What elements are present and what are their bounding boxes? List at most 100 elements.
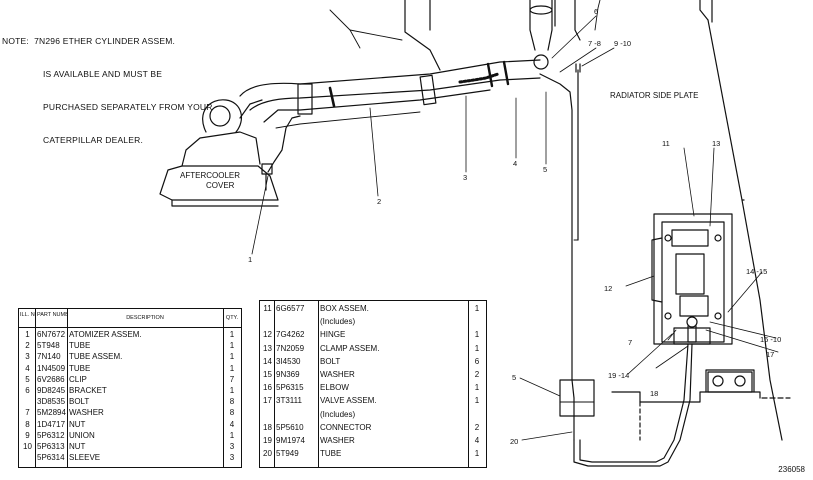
cell-part-number: 7N140 [37, 352, 61, 362]
cell-ill-no: 12 [263, 330, 272, 340]
cell-description: (Includes) [320, 409, 356, 419]
cell-description: ATOMIZER ASSEM. [69, 330, 142, 339]
cell-qty: 2 [474, 422, 480, 432]
cell-ill-no: 13 [263, 343, 272, 353]
note-line: PURCHASED SEPARATELY FROM YOUR [43, 102, 213, 112]
callout-7: 7 [628, 338, 632, 347]
callout-3: 3 [463, 173, 467, 182]
cell-qty: 1 [229, 341, 235, 351]
aftercooler-label: COVER [206, 181, 235, 190]
cell-part-number: 7N2059 [276, 343, 305, 353]
cell-description: UNION [69, 430, 95, 440]
cell-qty: 1 [229, 363, 235, 373]
cell-description: ELBOW [320, 383, 349, 393]
cell-part-number: 3I4530 [276, 356, 301, 366]
cell-part-number: 5T948 [37, 341, 60, 351]
cell-description: WASHER [69, 408, 104, 418]
cell-description: VALVE ASSEM. [320, 396, 377, 406]
cell-ill-no: 6 [25, 386, 30, 395]
cell-description: CLIP [69, 374, 87, 384]
callout-leaders [251, 15, 779, 441]
callout-11: 11 [662, 139, 670, 148]
cell-description: (Includes) [320, 317, 356, 327]
cell-part-number: 5P5610 [276, 422, 304, 432]
ether-feed-tube [267, 63, 693, 467]
cell-qty: 1 [229, 430, 235, 440]
parts-table-left: ILL. NO. PART NUMBER DESCRIPTION QTY. 16… [18, 308, 242, 468]
cell-qty: 3 [229, 453, 235, 463]
cell-ill-no: 7 [25, 408, 30, 418]
cell-description: TUBE [320, 449, 342, 459]
cell-qty: 3 [229, 442, 235, 451]
table-row: (Includes) [260, 410, 486, 420]
note-line: IS AVAILABLE AND MUST BE [43, 69, 163, 79]
cell-qty: 8 [229, 408, 235, 418]
cell-qty: 7 [229, 374, 235, 384]
cell-description: WASHER [320, 436, 355, 445]
exhaust-stack [529, 0, 553, 70]
cell-part-number: 5M2894 [37, 408, 66, 418]
cell-ill-no: 8 [25, 419, 30, 429]
callout-6: 6 [594, 7, 598, 16]
cell-description: TUBE [69, 363, 91, 373]
cell-description: CLAMP ASSEM. [320, 343, 380, 353]
callout-20: 20 [510, 437, 518, 446]
cell-ill-no: 2 [25, 341, 30, 351]
aftercooler-label: AFTERCOOLER [180, 171, 240, 180]
cell-part-number: 3D8535 [37, 397, 66, 407]
ether-cylinder-note: NOTE: 7N296 ETHER CYLINDER ASSEM. IS AVA… [2, 14, 213, 168]
cell-description: BRACKET [69, 386, 107, 395]
cell-description: TUBE [69, 341, 91, 351]
cell-qty: 4 [229, 419, 235, 429]
cell-qty: 6 [474, 356, 480, 366]
radiator-side-plate-outline [611, 19, 791, 441]
header-ill-no: ILL. NO. [20, 312, 35, 318]
ether-box-assembly [651, 213, 733, 345]
callout-7-8: 7 -8 [588, 39, 601, 48]
cell-part-number: 9D8245 [37, 386, 66, 395]
callout-18: 18 [650, 389, 658, 398]
callout-16-10: 16 -10 [760, 335, 781, 344]
cell-ill-no: 20 [263, 449, 272, 459]
cell-part-number: 7G4262 [276, 330, 305, 340]
callout-14-15: 14 -15 [746, 267, 767, 276]
cell-qty: 8 [229, 397, 235, 407]
inlet-pipes [239, 59, 541, 129]
cell-description: TUBE ASSEM. [69, 352, 123, 362]
callout-17: 17 [766, 350, 774, 359]
cell-description: BOLT [320, 356, 341, 366]
cell-qty: 1 [474, 449, 480, 459]
cell-ill-no: 3 [25, 352, 30, 362]
cell-part-number: 6G6577 [276, 304, 305, 313]
cell-description: NUT [69, 442, 86, 451]
cell-ill-no: 9 [25, 430, 30, 440]
cell-description: BOLT [69, 397, 90, 407]
table-row: 2 5T948 TUBE 1 [19, 341, 241, 351]
cell-ill-no: 10 [23, 442, 32, 451]
cell-part-number: 9M1974 [276, 436, 305, 445]
cell-qty: 1 [474, 383, 480, 393]
note-line: CATERPILLAR DEALER. [43, 135, 144, 145]
cell-description: NUT [69, 419, 86, 429]
cell-part-number: 6N7672 [37, 330, 66, 339]
cell-description: BOX ASSEM. [320, 304, 369, 313]
